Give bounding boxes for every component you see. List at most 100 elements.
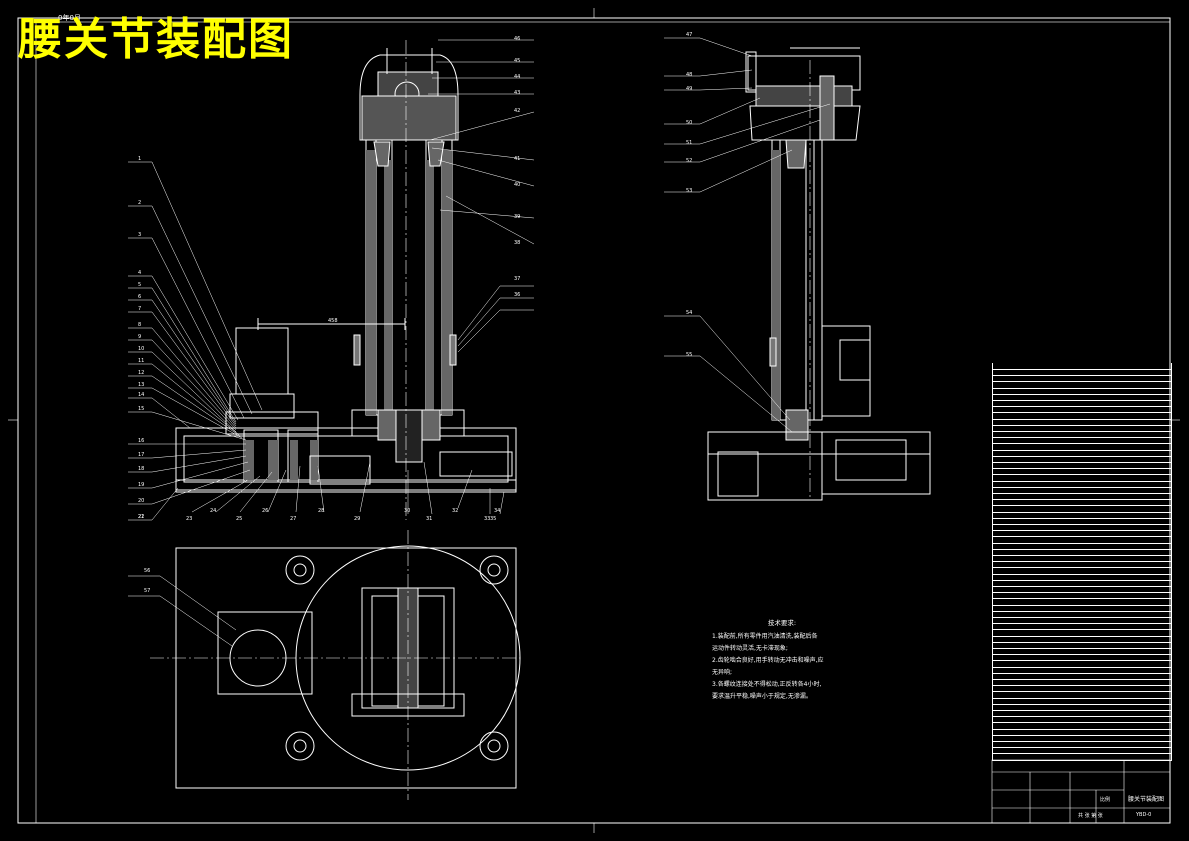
callout-number: 11 [138, 358, 145, 364]
parts-list-row [992, 728, 1172, 736]
callout-number: 15 [138, 406, 145, 412]
parts-list-row [992, 363, 1172, 371]
parts-list-row [992, 642, 1172, 650]
parts-list-row [992, 741, 1172, 749]
callout-number: 51 [686, 140, 693, 146]
parts-list-row [992, 518, 1172, 526]
parts-list-row [992, 691, 1172, 699]
callout-number: 45 [514, 58, 521, 64]
parts-list-row [992, 536, 1172, 544]
parts-list-row [992, 425, 1172, 433]
parts-list-table [992, 363, 1172, 761]
parts-list-row [992, 375, 1172, 383]
parts-list-row [992, 623, 1172, 631]
callout-number: 2 [138, 200, 142, 206]
callout-number: 48 [686, 72, 693, 78]
parts-list-row [992, 722, 1172, 730]
parts-list-row [992, 511, 1172, 519]
parts-list-row [992, 499, 1172, 507]
parts-list-row [992, 443, 1172, 451]
parts-list-row [992, 530, 1172, 538]
callout-number: 10 [138, 346, 145, 352]
parts-list-row [992, 567, 1172, 575]
callout-number: 41 [514, 156, 521, 162]
parts-list-row [992, 598, 1172, 606]
callout-number: 27 [290, 516, 297, 522]
parts-list-row [992, 747, 1172, 755]
parts-list-row [992, 660, 1172, 668]
parts-list-row [992, 629, 1172, 637]
parts-list-row [992, 586, 1172, 594]
callout-number: 56 [144, 568, 151, 574]
parts-list-row [992, 753, 1172, 761]
parts-list-row [992, 635, 1172, 643]
callout-number: 50 [686, 120, 693, 126]
callout-number: 38 [514, 240, 521, 246]
leader-lines-front [128, 39, 535, 521]
parts-list-row [992, 394, 1172, 402]
parts-list-row [992, 474, 1172, 482]
parts-list-row [992, 673, 1172, 681]
tech-note-line: 2.齿轮啮合良好,用手转动无冲击和噪声,应 [712, 657, 824, 664]
callout-number: 34 [494, 508, 501, 514]
callout-number: 1 [138, 156, 142, 162]
callout-number: 35 [490, 516, 497, 522]
callout-number: 49 [686, 86, 693, 92]
callout-number: 32 [452, 508, 459, 514]
title-block-sheet-label: 共 张 第 张 [1078, 813, 1103, 819]
parts-list-row [992, 480, 1172, 488]
parts-list-row [992, 487, 1172, 495]
parts-list-row [992, 437, 1172, 445]
plan-view [150, 530, 521, 800]
parts-list-row [992, 468, 1172, 476]
callout-number: 39 [514, 214, 521, 220]
callout-number: 33 [484, 516, 491, 522]
callout-number: 30 [404, 508, 411, 514]
parts-list-row [992, 685, 1172, 693]
side-section-view [707, 47, 931, 501]
parts-list-row [992, 592, 1172, 600]
corner-tag: 0年0月 [58, 14, 81, 22]
drawing-title: 腰关节装配图 [18, 14, 294, 65]
parts-list-row [992, 431, 1172, 439]
parts-list-row [992, 611, 1172, 619]
callout-number: 43 [514, 90, 521, 96]
callout-number: 18 [138, 466, 145, 472]
callout-number: 28 [318, 508, 325, 514]
callout-number: 53 [686, 188, 693, 194]
parts-list-row [992, 710, 1172, 718]
callout-number: 4 [138, 270, 142, 276]
title-block-drawing-number: YBD-0 [1136, 812, 1152, 818]
tech-note-line: 1.装配前,所有零件用汽油清洗,装配后各 [712, 633, 818, 640]
parts-list-row [992, 381, 1172, 389]
title-block-drawing-name: 腰关节装配图 [1128, 796, 1165, 803]
parts-list-row [992, 573, 1172, 581]
parts-list-row [992, 555, 1172, 563]
parts-list-row [992, 604, 1172, 612]
callout-number: 14 [138, 392, 145, 398]
technical-requirements: 技术要求: 1.装配前,所有零件用汽油清洗,装配后各 运动件转动灵活,无卡滞现象… [712, 617, 852, 703]
title-block [991, 759, 1171, 824]
callout-number: 7 [138, 306, 142, 312]
parts-list-row [992, 679, 1172, 687]
parts-list-row [992, 456, 1172, 464]
callout-number: 40 [514, 182, 521, 188]
parts-list-row [992, 418, 1172, 426]
inner-border [35, 21, 1171, 824]
callout-number: 23 [186, 516, 193, 522]
leader-lines-plan [128, 575, 237, 647]
parts-list-row [992, 654, 1172, 662]
callout-number: 26 [262, 508, 269, 514]
callout-number: 9 [138, 334, 142, 340]
front-section-view [175, 40, 517, 520]
parts-list-row [992, 648, 1172, 656]
callout-number: 37 [514, 276, 521, 282]
callout-number: 20 [138, 498, 145, 504]
parts-list-row [992, 716, 1172, 724]
callout-number: 44 [514, 74, 521, 80]
parts-list-row [992, 735, 1172, 743]
tech-notes-heading: 技术要求: [767, 619, 797, 627]
tech-note-line: 3.各螺纹连接处不得松动,正反转各4小时, [712, 681, 822, 688]
parts-list-row [992, 493, 1172, 501]
